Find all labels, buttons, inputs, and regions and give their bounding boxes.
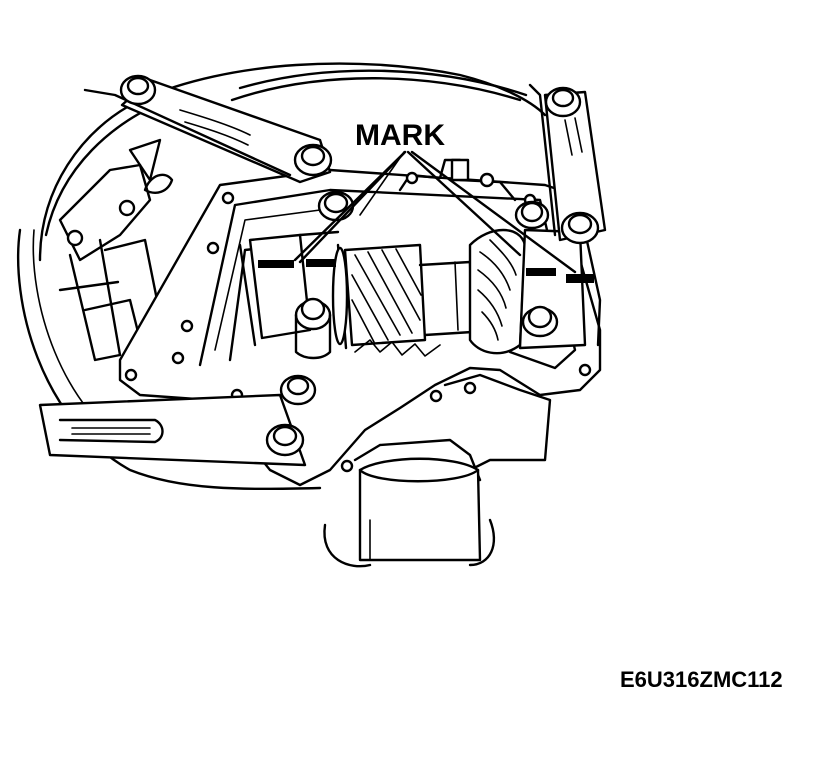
support-bar-top-right [528, 83, 607, 245]
right-alignment-mark-outer [566, 274, 594, 283]
bolt-lower-right [521, 305, 559, 338]
bolt-top-left [317, 190, 355, 222]
cap-bolts [294, 190, 559, 360]
mark-leader-line-right [410, 150, 577, 274]
support-bar-top-left [83, 74, 333, 184]
mark-leader-line-center [406, 150, 522, 257]
bolt-lower-left [294, 297, 332, 360]
mark-label: MARK [355, 119, 445, 152]
left-alignment-mark-outer [258, 260, 294, 268]
left-bracket [58, 138, 174, 362]
housing-outline [16, 62, 547, 491]
left-alignment-mark-inner [306, 259, 336, 267]
lower-housing [323, 373, 552, 568]
figure-code: E6U316ZMC112 [620, 667, 783, 692]
right-alignment-mark-inner [526, 268, 556, 276]
mark-callout: MARK [293, 119, 577, 274]
bolt-top-right [514, 200, 550, 230]
support-bar-bottom [38, 374, 317, 467]
differential-gear [331, 228, 527, 357]
